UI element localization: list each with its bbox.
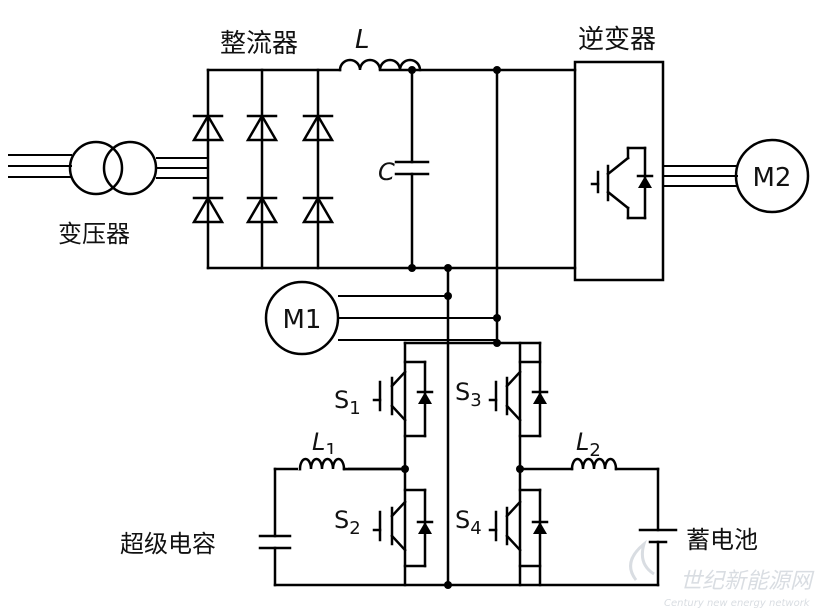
transformer-label: 变压器	[58, 220, 130, 248]
switch-s4	[488, 488, 549, 587]
capacitor-C-label: C	[378, 158, 395, 186]
inverter-label: 逆变器	[578, 25, 656, 55]
input-lines	[8, 154, 72, 178]
transformer-output-lines	[156, 157, 208, 179]
battery	[638, 467, 678, 587]
l2-label: L2	[576, 428, 601, 461]
inductor-L-label: L	[355, 25, 370, 55]
rectifier-bridge	[191, 68, 577, 270]
diode-4	[191, 195, 225, 224]
switch-s3	[488, 341, 549, 438]
motor-m2-label: M2	[753, 163, 792, 193]
battery-label: 蓄电池	[686, 526, 758, 554]
motor-m1	[264, 280, 501, 356]
s2-label: S2	[334, 506, 361, 539]
transformer-symbol	[68, 140, 158, 196]
l1-label: L1	[312, 428, 337, 461]
watermark: 世纪新能源网 Century new energy network	[629, 539, 815, 609]
switch-s1	[372, 360, 434, 438]
inverter-box	[573, 60, 665, 282]
supercapacitor	[258, 467, 292, 587]
motor-m1-label: M1	[283, 305, 322, 335]
diode-2	[245, 113, 279, 142]
capacitor-C	[394, 68, 430, 270]
supercapacitor-label: 超级电容	[120, 530, 216, 558]
switch-s2	[372, 488, 434, 568]
watermark-subtitle: Century new energy network	[664, 598, 811, 609]
diode-3	[301, 113, 335, 142]
inductor-L2	[518, 457, 660, 471]
dc-bus-taps	[408, 66, 501, 587]
converter-leg-left	[273, 341, 660, 589]
diode-5	[245, 195, 279, 224]
s3-label: S3	[455, 378, 482, 411]
m2-lines	[663, 165, 738, 187]
motor-m2	[734, 138, 810, 214]
diode-1	[191, 113, 225, 142]
watermark-logo-icon	[629, 539, 655, 581]
diode-6	[301, 195, 335, 224]
inductor-L1-coil	[298, 454, 407, 471]
s4-label: S4	[455, 506, 482, 539]
rectifier-label: 整流器	[220, 29, 298, 59]
inductor-L	[338, 58, 577, 72]
s1-label: S1	[334, 386, 361, 419]
watermark-title: 世纪新能源网	[680, 569, 815, 594]
